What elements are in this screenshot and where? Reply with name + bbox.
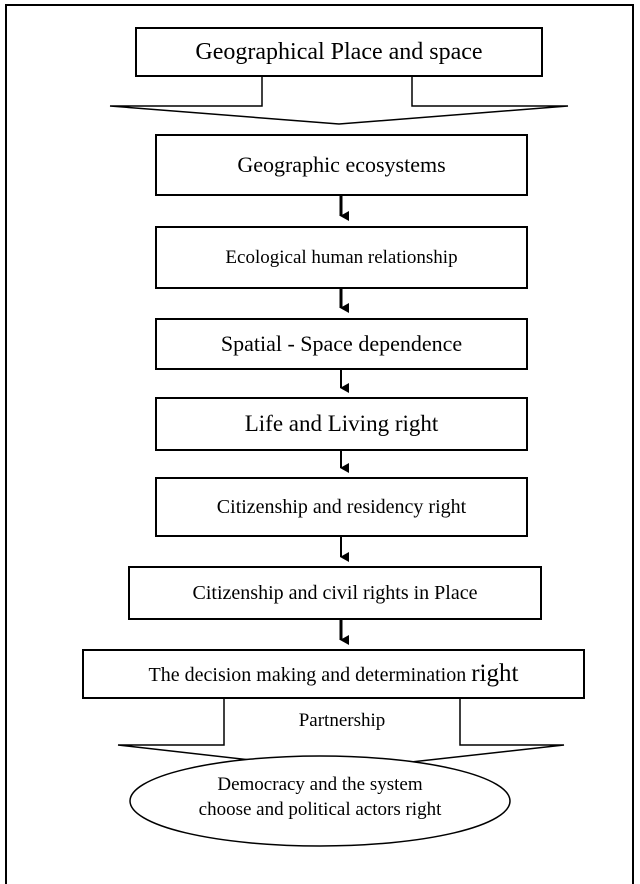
node-spatial-space-dependence: Spatial - Space dependence (155, 318, 528, 370)
node-citizenship-and-residency-right: Citizenship and residency right (155, 477, 528, 537)
node-citizenship-and-civil-rights: Citizenship and civil rights in Place (128, 566, 542, 620)
node-label: Life and Living right (244, 411, 439, 436)
block-arrow-1 (109, 76, 569, 125)
node-label: Geographical Place and space (195, 38, 483, 65)
node-label: Geographic ecosystems (237, 152, 446, 177)
node-label: Citizenship and civil rights in Place (192, 581, 478, 604)
node-label: Partnership (298, 710, 386, 731)
node-label: Citizenship and residency right (216, 495, 467, 518)
node-geographical-place-and-space: Geographical Place and space (135, 27, 543, 77)
node-label: Ecological human relationship (225, 246, 458, 268)
node-label-tail: right (471, 660, 519, 687)
node-partnership: Partnership (224, 700, 460, 742)
node-label: Spatial - Space dependence (220, 331, 463, 356)
node-label-line-1: Democracy and the system (217, 774, 423, 795)
node-label: The decision making and determination ri… (148, 660, 519, 687)
node-ecological-human-relationship: Ecological human relationship (155, 226, 528, 289)
node-label-line-2: choose and political actors right (198, 799, 442, 820)
node-decision-making-and-determination-right: The decision making and determination ri… (82, 649, 585, 699)
diagram-frame (5, 4, 634, 884)
node-democracy-and-political-actors-right: Democracy and the system choose and poli… (130, 757, 510, 837)
node-life-and-living-right: Life and Living right (155, 397, 528, 451)
final-ellipse (129, 755, 511, 847)
node-geographic-ecosystems: Geographic ecosystems (155, 134, 528, 196)
